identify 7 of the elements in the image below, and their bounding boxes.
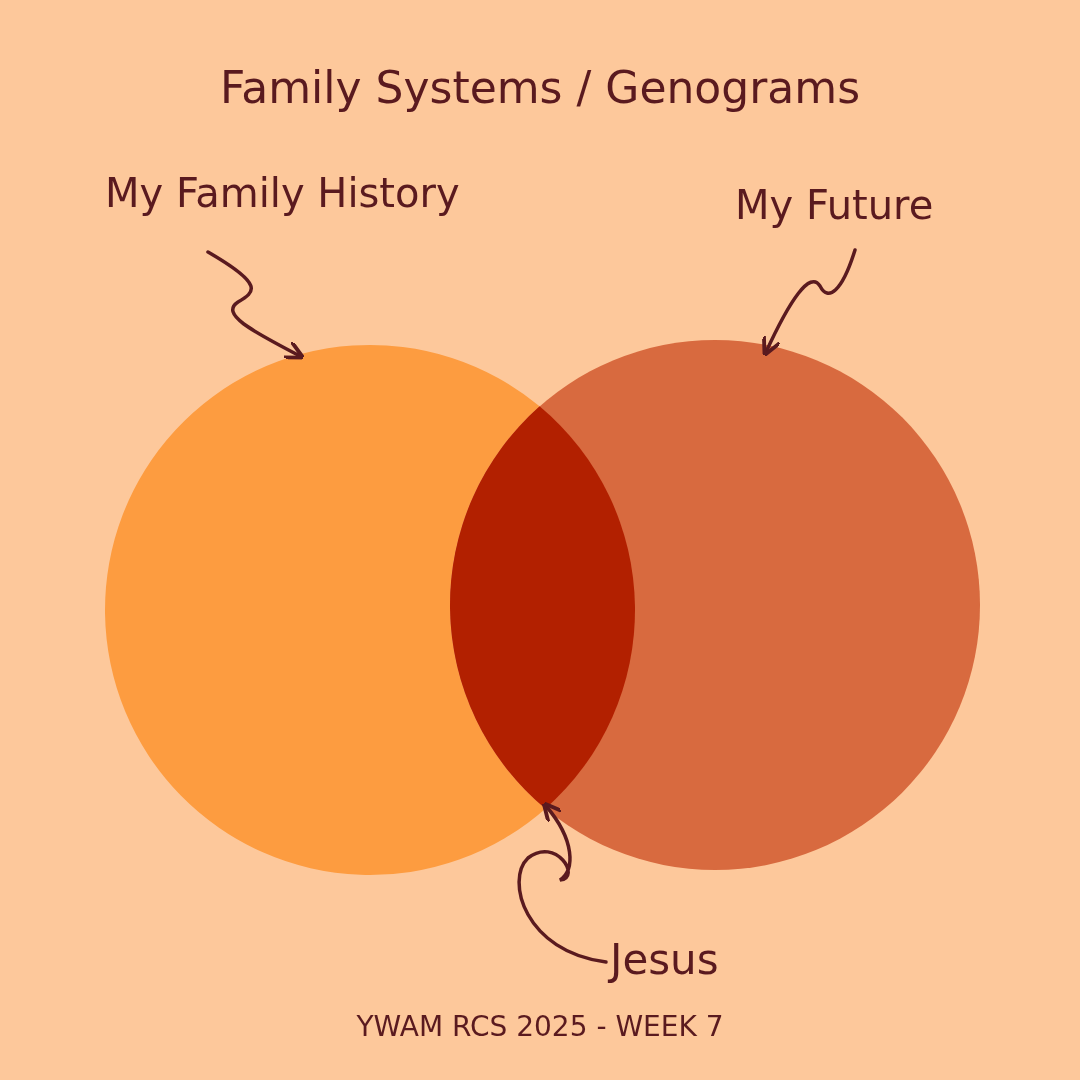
- callout-label: My Family History: [105, 170, 460, 216]
- curved-arrow: [517, 801, 608, 964]
- caption: YWAM RCS 2025 - WEEK 7: [356, 1010, 724, 1043]
- title: Family Systems / Genograms: [219, 62, 861, 113]
- curved-arrow: [762, 248, 857, 358]
- callout-label: My Future: [735, 182, 934, 228]
- curved-arrow: [206, 250, 306, 360]
